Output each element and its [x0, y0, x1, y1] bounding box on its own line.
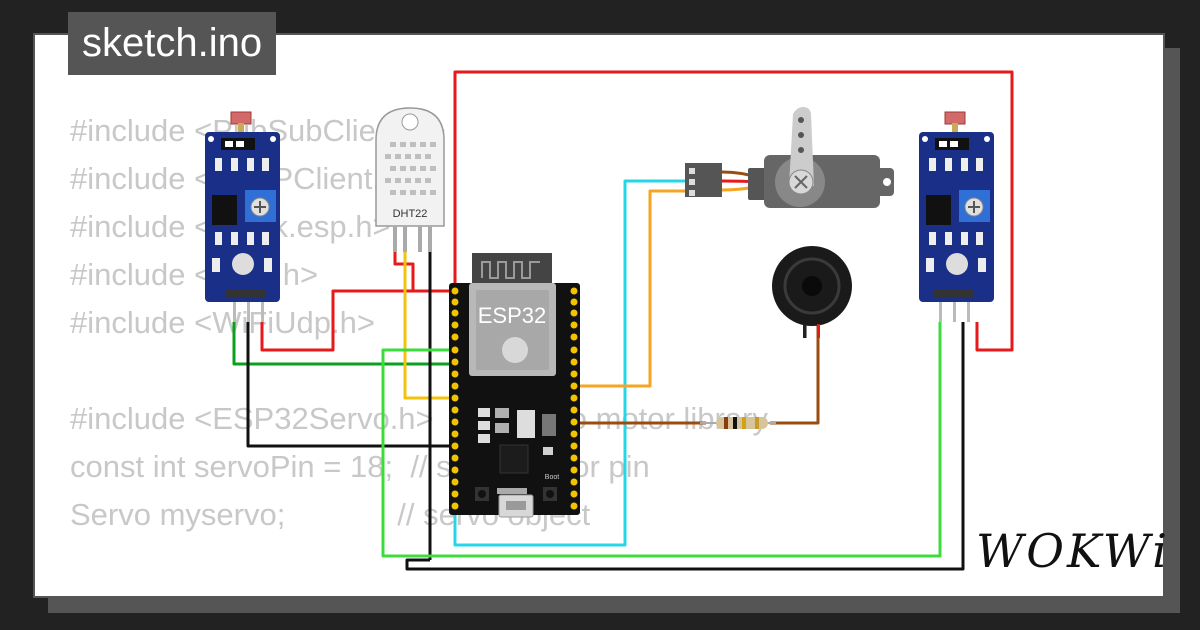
- wire-ldr-right-dout: [381, 322, 942, 558]
- dht22-label: DHT22: [393, 208, 428, 220]
- wire-ldr-right-vcc: [453, 70, 1014, 352]
- wire-servo-power: [570, 189, 688, 388]
- wire-servo-signal: [453, 179, 688, 547]
- esp32-board[interactable]: ESP32 Boot: [449, 253, 580, 518]
- file-tab[interactable]: sketch.ino: [68, 12, 277, 75]
- wire-ldr-left-dout: [232, 322, 455, 366]
- ldr-sensor-right[interactable]: [919, 111, 994, 322]
- resistor[interactable]: [700, 417, 776, 429]
- dht22-sensor[interactable]: DHT22: [375, 107, 445, 252]
- wokwi-logo: WOKWi: [976, 524, 1170, 578]
- esp32-label: ESP32: [478, 303, 547, 328]
- ldr-sensor-left[interactable]: [205, 111, 280, 322]
- buzzer[interactable]: [772, 246, 852, 338]
- wire-dht-data: [403, 252, 455, 400]
- wire-buzzer: [770, 318, 820, 425]
- wire-ldr-left-vcc: [260, 289, 455, 352]
- boot-label: Boot: [545, 474, 559, 481]
- servo-motor[interactable]: [685, 107, 894, 208]
- wire-ldr-left-gnd: [246, 322, 455, 448]
- wire-ldr-right-gnd: [405, 322, 965, 571]
